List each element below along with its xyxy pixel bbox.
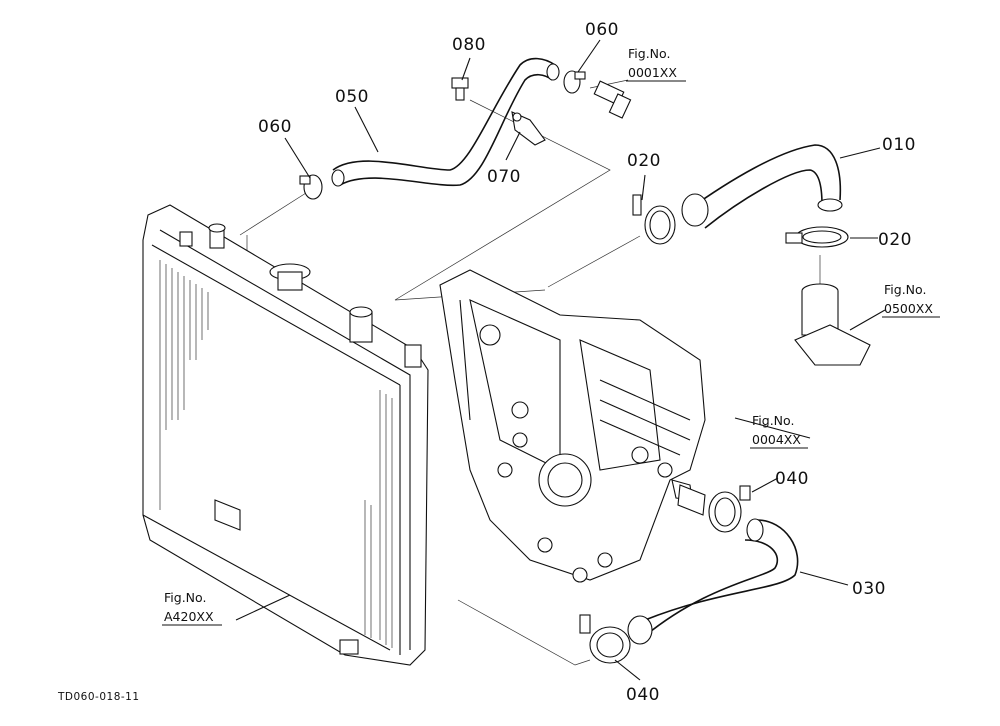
callout-080: 080 (452, 35, 486, 55)
callout-040-top: 040 (775, 469, 809, 489)
fig-ref-0004xx: Fig.No. 0004XX (750, 413, 808, 449)
callout-010: 010 (882, 135, 916, 155)
callout-020-right: 020 (878, 230, 912, 250)
callout-070: 070 (487, 167, 521, 187)
callout-leaders (235, 39, 886, 681)
radiator (142, 204, 429, 666)
svg-text:0004XX: 0004XX (752, 432, 801, 447)
callout-050: 050 (335, 87, 369, 107)
clamp-060-top (563, 70, 586, 94)
diagram-code: TD060-018-11 (57, 691, 140, 703)
pump-inlet-pipe (677, 484, 706, 516)
svg-text:0500XX: 0500XX (884, 301, 933, 316)
callout-040-bottom: 040 (626, 685, 660, 705)
clamp-060-left (299, 174, 323, 200)
callout-060-top: 060 (585, 20, 619, 40)
gear-case (439, 269, 706, 583)
clamp-040-top (708, 485, 751, 533)
clamp-020-left (632, 194, 676, 245)
thermostat-housing (794, 283, 871, 366)
bolt-080 (451, 77, 469, 101)
fig-ref-0001xx: Fig.No. 0001XX (626, 46, 686, 82)
clip-070 (511, 111, 546, 146)
callout-030: 030 (852, 579, 886, 599)
hose-030 (627, 518, 799, 645)
fig-ref-0500xx: Fig.No. 0500XX (882, 282, 940, 318)
clamp-020-right (785, 226, 849, 248)
thermo-sensor-fitting (593, 80, 632, 119)
radiator-fins (159, 260, 393, 648)
callout-060-left: 060 (258, 117, 292, 137)
callout-020-left: 020 (627, 151, 661, 171)
fig-ref-a420xx: Fig.No. A420XX (162, 590, 222, 626)
svg-text:A420XX: A420XX (164, 609, 214, 624)
hose-010 (681, 144, 843, 229)
svg-text:Fig.No.: Fig.No. (628, 46, 670, 61)
hose-050 (331, 57, 560, 187)
svg-text:Fig.No.: Fig.No. (884, 282, 926, 297)
svg-text:Fig.No.: Fig.No. (752, 413, 794, 428)
clamp-040-bottom (579, 614, 631, 664)
svg-text:Fig.No.: Fig.No. (164, 590, 206, 605)
svg-text:0001XX: 0001XX (628, 65, 677, 80)
